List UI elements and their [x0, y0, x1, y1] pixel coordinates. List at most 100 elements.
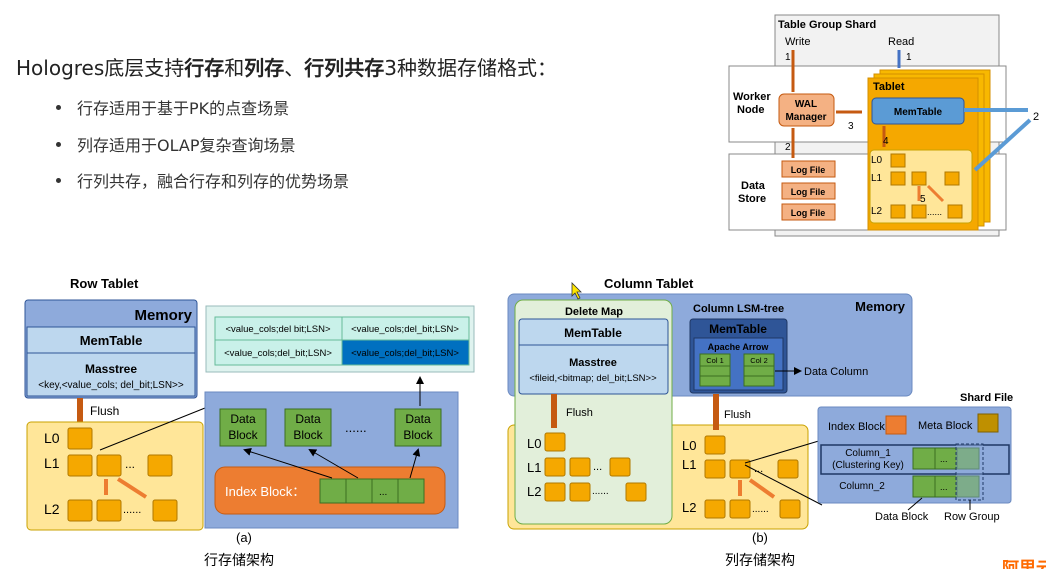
index-block-swatch — [885, 415, 907, 435]
row-level-label: L0 — [44, 430, 60, 446]
col-caption-letter: (b) — [752, 530, 768, 545]
lsm-flush-label: Flush — [724, 409, 751, 421]
col-masstree-key: <fileid,<bitmap; del_bit;LSN>> — [529, 373, 657, 384]
row-pointer-line — [99, 402, 217, 451]
index-pointer — [243, 448, 333, 479]
column-data-block — [912, 447, 936, 470]
wal-label: WAL — [795, 99, 817, 110]
column-2-label: Column_2 — [839, 481, 885, 492]
data-label: Data — [741, 180, 766, 192]
row-block — [96, 454, 122, 477]
data-block — [284, 408, 332, 447]
col-memtable-box — [518, 318, 669, 395]
shard-data-block — [947, 204, 963, 219]
data-block-label: Block — [293, 428, 323, 442]
shard-data-block — [890, 204, 906, 219]
meta-block-legend: Meta Block — [918, 420, 973, 432]
index-entry — [371, 478, 399, 504]
row-masstree-key: <key,<value_cols; del_bit;LSN>> — [38, 380, 184, 391]
data-block-label: Block — [228, 428, 258, 442]
shard-memtable-label: MemTable — [894, 107, 943, 118]
bullet-text: 行存适用于基于PK的点查场景 — [77, 99, 290, 118]
col-level-label: L0 — [527, 436, 541, 451]
col-block — [569, 482, 591, 502]
bullet-text: 行列共存，融合行存和列存的优势场景 — [77, 172, 350, 191]
page-title: Hologres底层支持行存和列存、行列共存3种数据存储格式： — [16, 52, 557, 81]
log-file-label: Log File — [791, 165, 826, 175]
data-block-legend: Data Block — [875, 511, 929, 523]
delete-map-label: Delete Map — [565, 306, 623, 318]
col-block — [544, 482, 566, 502]
row-dots: ...... — [123, 504, 141, 516]
log-file — [781, 182, 836, 200]
wal-manager — [778, 93, 835, 127]
index-block-label: Index Block： — [225, 484, 305, 499]
bullet-item: 行存适用于基于PK的点查场景 — [56, 95, 289, 119]
data-block-label: Data — [295, 412, 321, 426]
lsm-level-label: L2 — [682, 500, 696, 515]
worker-label: Worker — [733, 91, 771, 103]
value-cell-text: <value_cols;del_bit;LSN> — [351, 324, 459, 335]
row-block — [67, 454, 93, 477]
shard-arrow — [926, 184, 945, 203]
title-row: 行存 — [184, 56, 225, 80]
step-number: 4 — [883, 136, 889, 147]
shard-title: Table Group Shard — [778, 19, 876, 31]
row-group-legend: Row Group — [944, 511, 1000, 523]
step-number: 1 — [785, 52, 791, 63]
row-masstree-label: Masstree — [85, 362, 137, 376]
arrow-cell — [743, 365, 775, 377]
node-label: Node — [737, 104, 765, 116]
brand-watermark: 阿里云 — [1002, 559, 1046, 569]
row-flush-label: Flush — [90, 404, 119, 418]
col-block — [544, 432, 566, 452]
col-tablet-title: Column Tablet — [604, 276, 694, 291]
clustering-key-label: (Clustering Key) — [832, 460, 904, 471]
title-sep: 、 — [284, 56, 305, 80]
step-number: 1 — [906, 52, 912, 63]
step-number: 2 — [785, 142, 791, 153]
lsm-label: Column LSM-tree — [693, 303, 784, 315]
col-masstree-label: Masstree — [569, 357, 617, 369]
col-block — [625, 482, 647, 502]
row-block — [147, 454, 173, 477]
bullet-dot — [56, 105, 61, 110]
lsm-memtable-label: MemTable — [709, 322, 767, 336]
data-block — [219, 408, 267, 447]
value-cell-text: <value_cols;del bit;LSN> — [225, 324, 331, 335]
lsm-block — [779, 499, 801, 519]
lsm-dots: ...... — [752, 504, 769, 515]
column-data-block — [912, 475, 936, 498]
flush-arrow — [973, 118, 1032, 172]
shard-data-block — [890, 171, 906, 186]
shard-level-label: L1 — [871, 173, 883, 184]
col-dots: ... — [593, 461, 602, 473]
lsm-level-label: L1 — [682, 457, 696, 472]
step-number: 2 — [1033, 111, 1039, 123]
col-block — [569, 457, 591, 477]
row-memory-label: Memory — [134, 307, 192, 324]
shard-data-block — [911, 171, 927, 186]
value-cell — [214, 339, 343, 366]
data-block-label: Block — [403, 428, 433, 442]
shard-file-pointer — [744, 464, 823, 506]
table-group-shard-diagram: Table Group Shard Write Read Worker Node… — [728, 14, 1039, 237]
value-cell-text: <value_cols;del_bit;LSN> — [351, 348, 459, 359]
row-block — [67, 427, 93, 450]
arrow-cell — [699, 365, 731, 377]
bullet-dot — [56, 142, 61, 147]
bullet-dot — [56, 178, 61, 183]
lsm-compact-arrow — [748, 478, 776, 499]
data-block-label: Data — [230, 412, 256, 426]
arrow-cell — [699, 375, 731, 387]
index-entry — [345, 478, 373, 504]
row-dots: ... — [125, 457, 135, 471]
col-caption: 列存储架构 — [725, 552, 795, 568]
arrow-cell — [743, 375, 775, 387]
row-group-highlight — [955, 443, 984, 501]
col-block — [544, 457, 566, 477]
row-block — [96, 499, 122, 522]
row-memtable-box — [26, 326, 196, 397]
apache-arrow-label: Apache Arrow — [708, 342, 770, 352]
lsm-block — [777, 459, 799, 479]
